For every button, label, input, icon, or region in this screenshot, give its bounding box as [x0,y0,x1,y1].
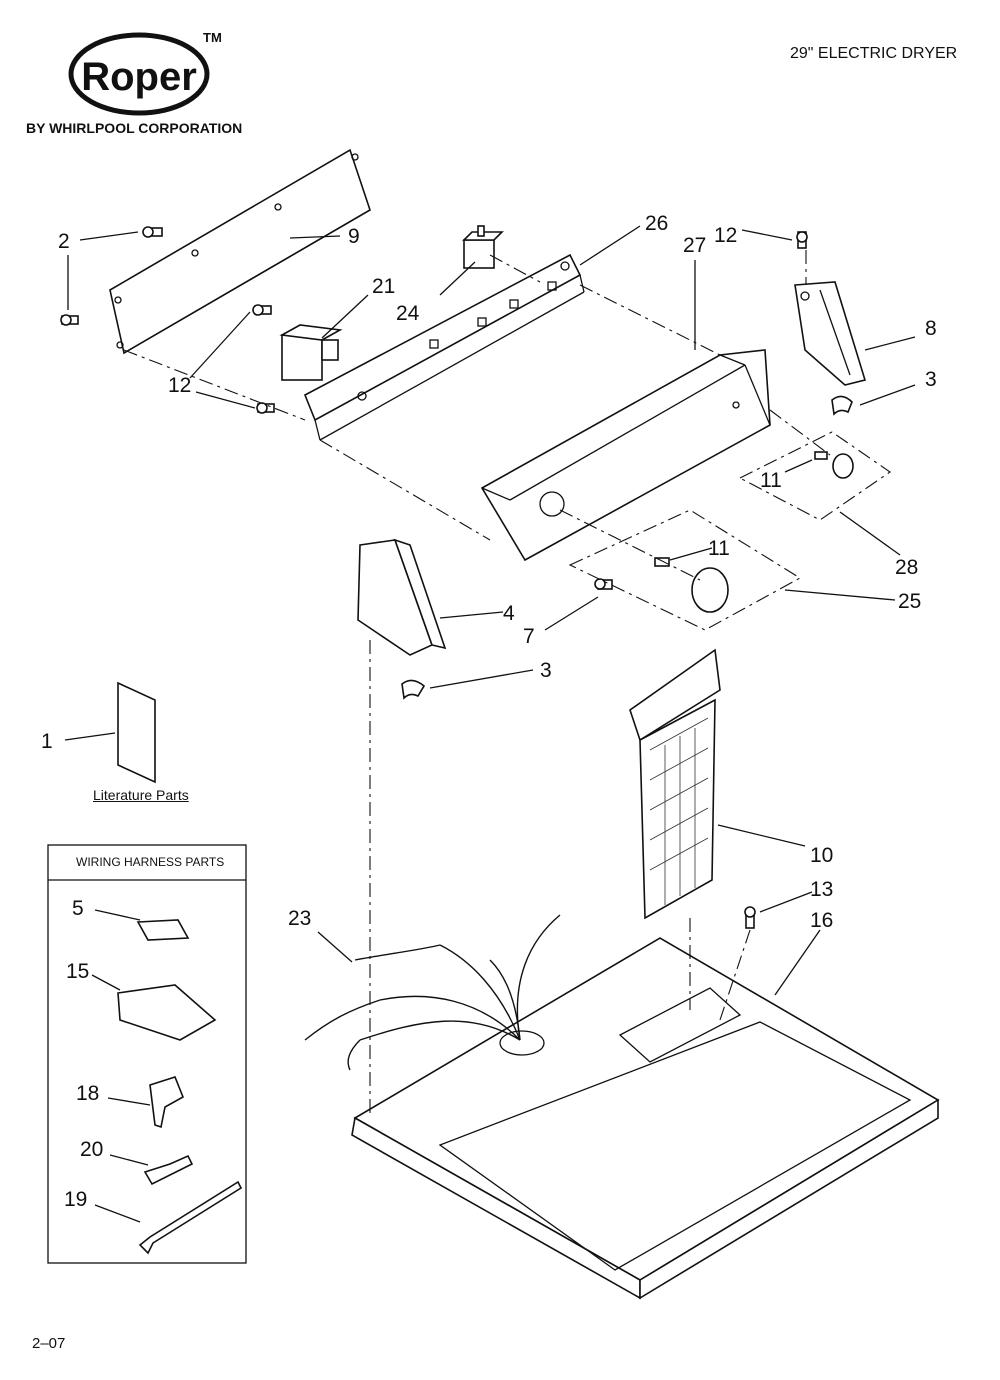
callout-7: 7 [523,625,535,648]
lint-screen [629,648,721,920]
page-code: 2–07 [32,1335,66,1352]
literature-label: Literature Parts [93,787,189,803]
callout-1: 1 [41,730,53,753]
tie-wrap-19 [138,1180,243,1255]
literature-booklet [117,681,156,784]
console-end-cap [357,538,447,656]
connector-15 [117,984,217,1041]
screw-13 [744,906,756,929]
end-cap-bracket [794,281,867,386]
callout-16: 16 [810,909,833,932]
callout-15: 15 [66,960,89,983]
callout-3-upper: 3 [925,368,937,391]
screw-12-b [256,402,275,414]
callout-labels: 1 2 2 3 3 4 5 7 8 9 10 11 11 12 12 13 15… [41,212,937,1211]
callout-26: 26 [645,212,668,235]
clip-3-upper [831,395,853,416]
callout-18: 18 [76,1082,99,1105]
callout-21: 21 [372,275,395,298]
leader-lines [64,225,916,1223]
screw-7 [594,578,613,590]
callout-9: 9 [348,225,360,248]
screw-2-lower [60,314,79,326]
terminal-20 [143,1154,194,1186]
callout-10: 10 [810,844,833,867]
back-trim-plate [109,148,371,355]
dryer-top-panel [351,937,940,1300]
callout-11-lower: 11 [708,537,730,560]
knob-assembly-28 [738,431,891,521]
callout-12-left: 12 [168,374,191,397]
callout-25: 25 [898,590,921,613]
svg-text:Roper: Roper [81,55,197,99]
roper-logo: Roper [68,32,210,116]
screw-2-upper [142,226,163,238]
callout-23: 23 [288,907,311,930]
callout-27: 27 [683,234,706,257]
timer [279,324,343,381]
callout-19: 19 [64,1188,87,1211]
callout-5: 5 [72,897,84,920]
connector-5 [136,919,190,941]
callout-8: 8 [925,317,937,340]
console [480,349,771,562]
callout-11-upper: 11 [760,469,782,492]
control-bracket [303,253,585,441]
callout-24: 24 [396,302,420,325]
callout-13: 13 [810,878,833,901]
wiring-harness [304,914,561,1071]
callout-2-upper: 2 [58,230,70,253]
brand-byline: BY WHIRLPOOL CORPORATION [26,120,243,136]
knob-assembly-25 [568,509,802,631]
model-title: 29" ELECTRIC DRYER [790,45,958,62]
screw-12-c [796,231,808,249]
assembly-lines [123,250,831,1118]
temp-switch [462,225,504,269]
wiring-box-title: WIRING HARNESS PARTS [76,855,225,869]
callout-12-right: 12 [714,224,737,247]
logo-trademark: TM [203,30,222,45]
wiring-harness-parts-box [47,844,247,1264]
callout-20: 20 [80,1138,103,1161]
clip-3-lower [401,679,426,700]
callout-3-lower: 3 [540,659,552,682]
clip-18 [149,1076,185,1129]
screw-12-a [252,304,272,316]
callout-4: 4 [503,602,515,625]
callout-28: 28 [895,556,918,579]
